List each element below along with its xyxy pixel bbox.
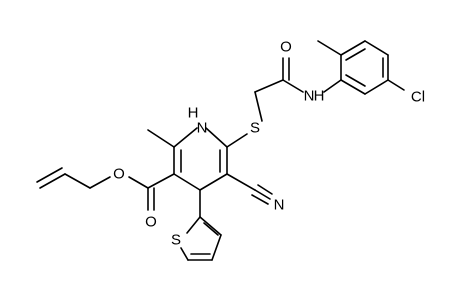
bond — [147, 129, 175, 148]
bond — [199, 216, 222, 236]
bond — [254, 79, 284, 93]
bond — [211, 234, 222, 261]
bond — [226, 133, 248, 148]
bond — [282, 79, 304, 93]
bond — [345, 74, 366, 87]
atom-labels: H N S O N H Cl O O N S — [113, 39, 425, 249]
ring-nh-hydrogen-label: H — [188, 105, 199, 122]
nitrile-nitrogen-label: N — [274, 197, 285, 214]
ring-nh-nitrogen-label: N — [197, 120, 208, 137]
bond — [39, 173, 66, 189]
bond — [180, 247, 189, 261]
bond — [340, 40, 366, 56]
bond — [226, 173, 256, 191]
ester-carbonyl-oxygen-label: O — [145, 214, 157, 231]
bond — [203, 222, 219, 236]
bond — [186, 216, 201, 234]
bond — [173, 127, 198, 148]
chlorine-label: Cl — [411, 89, 425, 106]
bond — [254, 189, 271, 200]
bond — [364, 40, 389, 56]
bond — [36, 167, 63, 183]
bond — [128, 176, 149, 189]
bond — [323, 79, 342, 93]
bond — [345, 48, 366, 61]
bond — [205, 127, 228, 148]
bond — [64, 173, 91, 189]
ester-single-oxygen-label: O — [113, 166, 125, 183]
bond — [89, 176, 111, 189]
bond — [364, 79, 389, 95]
bond — [257, 184, 273, 195]
bond — [251, 194, 269, 205]
thioether-sulfur-label: S — [250, 120, 260, 137]
bond — [199, 173, 228, 191]
amide-hydrogen-label: H — [314, 88, 325, 105]
bond — [340, 79, 366, 95]
amide-nitrogen-label: N — [304, 88, 315, 105]
bond — [317, 40, 342, 56]
amide-oxygen-label: O — [280, 39, 292, 56]
bond — [173, 173, 201, 191]
bond — [147, 173, 175, 189]
bonds — [36, 40, 405, 261]
thiophene-sulfur-label: S — [171, 232, 181, 249]
bond — [254, 91, 263, 122]
bond — [387, 79, 405, 91]
